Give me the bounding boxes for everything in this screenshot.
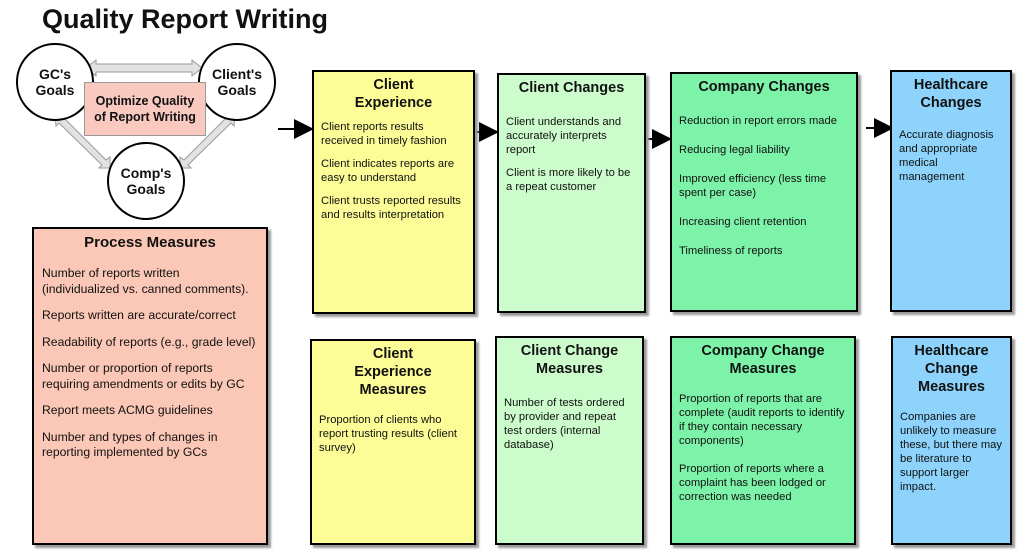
healthcare-change-measures-box: Healthcare Change Measures Companies are… bbox=[891, 336, 1012, 545]
optimize-quality-box: Optimize Quality of Report Writing bbox=[84, 82, 206, 136]
process-measure-item: Number and types of changes in reporting… bbox=[42, 429, 218, 460]
page-title: Quality Report Writing bbox=[42, 4, 329, 34]
outcome-item: Reducing legal liability bbox=[679, 144, 790, 156]
outcome-item: Accurate diagnosis and appropriate medic… bbox=[899, 129, 994, 183]
outcome-item: Increasing client retention bbox=[679, 216, 807, 228]
client-experience-measures-heading: Client Experience Measures bbox=[354, 346, 432, 398]
client-change-measures-heading: Client Change Measures bbox=[520, 343, 619, 377]
measure-item: Proportion of reports that are complete … bbox=[679, 393, 845, 447]
process-measure-item: Number of reports written (individualize… bbox=[42, 266, 249, 296]
process-measures-heading: Process Measures bbox=[84, 234, 216, 251]
outcome-item: Client is more likely to be a repeat cus… bbox=[506, 167, 631, 193]
process-measures-box: Process Measures Number of reports writt… bbox=[32, 227, 268, 545]
company-change-measures-heading: Company Change Measures bbox=[701, 343, 825, 377]
healthcare-change-measures-heading: Healthcare Change Measures bbox=[914, 343, 989, 395]
company-changes-box: Company Changes Reduction in report erro… bbox=[670, 72, 858, 312]
healthcare-changes-box: Healthcare Changes Accurate diagnosis an… bbox=[890, 70, 1012, 312]
client-goals-circle: Client's Goals bbox=[198, 43, 276, 121]
client-changes-heading: Client Changes bbox=[518, 80, 625, 96]
outcome-item: Client reports results received in timel… bbox=[321, 121, 447, 147]
company-changes-heading: Company Changes bbox=[698, 79, 830, 95]
client-changes-box: Client Changes Client understands and ac… bbox=[497, 73, 646, 313]
measure-item: Companies are unlikely to measure these,… bbox=[900, 411, 1002, 493]
comp-goals-circle: Comp's Goals bbox=[107, 142, 185, 220]
company-change-measures-box: Company Change Measures Proportion of re… bbox=[670, 336, 856, 545]
double-arrow-top bbox=[85, 58, 203, 78]
outcome-item: Client trusts reported results and resul… bbox=[321, 195, 461, 221]
measure-item: Number of tests ordered by provider and … bbox=[504, 397, 625, 451]
outcome-item: Improved efficiency (less time spent per… bbox=[679, 173, 827, 199]
client-experience-heading: Client Experience bbox=[354, 77, 433, 111]
healthcare-changes-heading: Healthcare Changes bbox=[913, 77, 989, 111]
process-measure-item: Report meets ACMG guidelines bbox=[42, 403, 213, 417]
client-experience-measures-box: Client Experience Measures Proportion of… bbox=[310, 339, 476, 545]
outcome-item: Client indicates reports are easy to und… bbox=[321, 158, 455, 184]
process-measure-item: Number or proportion of reports requirin… bbox=[42, 361, 245, 391]
gc-goals-circle: GC's Goals bbox=[16, 43, 94, 121]
client-experience-box: Client Experience Client reports results… bbox=[312, 70, 475, 314]
process-measure-item: Reports written are accurate/correct bbox=[42, 308, 236, 322]
outcome-item: Timeliness of reports bbox=[679, 245, 783, 257]
measure-item: Proportion of clients who report trustin… bbox=[319, 414, 458, 454]
measure-item: Proportion of reports where a complaint … bbox=[679, 463, 826, 503]
client-change-measures-box: Client Change Measures Number of tests o… bbox=[495, 336, 644, 545]
outcome-item: Client understands and accurately interp… bbox=[506, 116, 622, 156]
outcome-item: Reduction in report errors made bbox=[679, 115, 837, 127]
process-measure-item: Readability of reports (e.g., grade leve… bbox=[42, 334, 256, 349]
